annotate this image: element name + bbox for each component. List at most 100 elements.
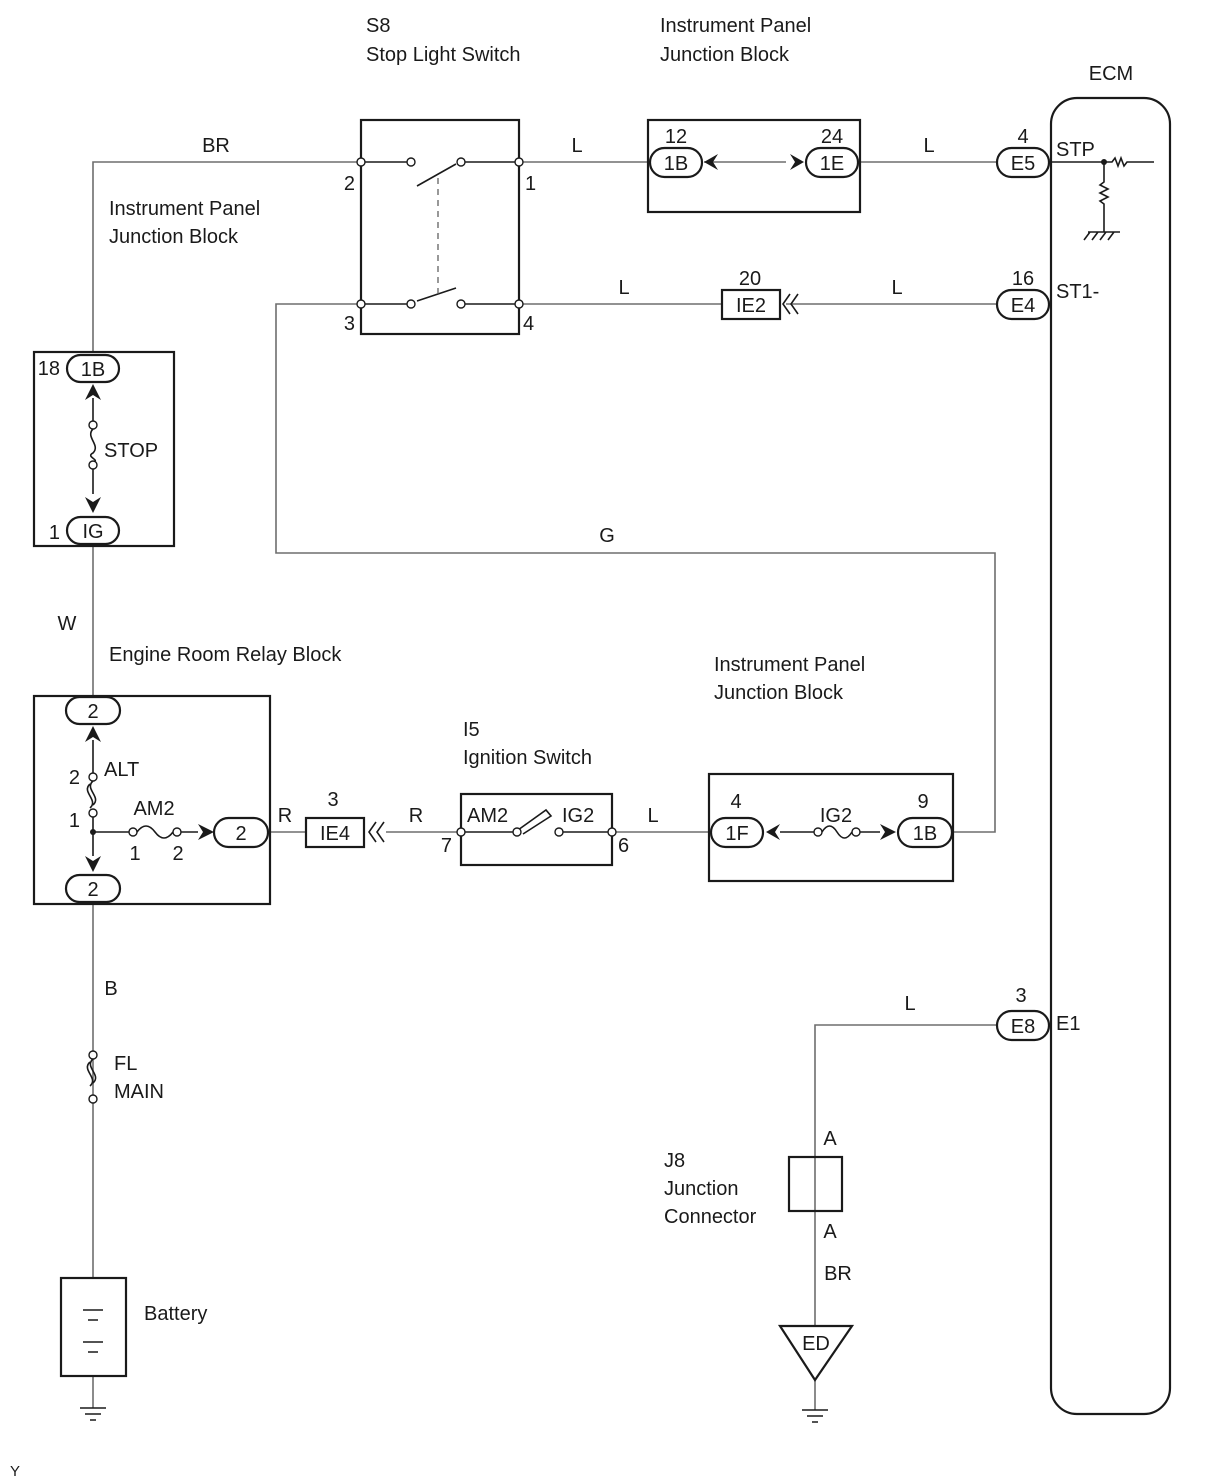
connector-ie4-group: 3 IE4 bbox=[304, 789, 385, 849]
fuse-ig2-icon bbox=[821, 825, 853, 839]
ipjb-bottom-body bbox=[707, 772, 955, 883]
fuse-terminal-point bbox=[88, 808, 98, 818]
ie2-label: IE2 bbox=[736, 295, 766, 317]
ignition-name: Ignition Switch bbox=[463, 747, 592, 769]
ipjb-left-name-line2: Junction Block bbox=[109, 226, 239, 248]
battery-body bbox=[59, 1276, 128, 1378]
wire-label-l-1: L bbox=[571, 135, 582, 157]
wire-l-e1 bbox=[814, 1024, 997, 1326]
ecm-st1-label: ST1- bbox=[1056, 281, 1099, 303]
double-chevron-icon bbox=[368, 821, 385, 843]
connector-e8 bbox=[995, 1009, 1051, 1042]
connector-arrow-icon bbox=[198, 824, 214, 840]
connector-ie2-group: 20 IE2 bbox=[720, 268, 799, 321]
connector-arrow-icon bbox=[85, 497, 101, 513]
stop-switch-name: Stop Light Switch bbox=[366, 44, 521, 66]
fuse-terminal-point bbox=[88, 772, 98, 782]
footer-mark: Y bbox=[10, 1463, 20, 1480]
connector-1f bbox=[709, 816, 765, 849]
stop-switch-contact-point bbox=[456, 299, 466, 309]
wire-label-br-top: BR bbox=[202, 135, 230, 157]
connector-1b bbox=[648, 146, 704, 179]
ipjb-top: Instrument Panel Junction Block 12 1B 24… bbox=[646, 15, 862, 214]
ipjb-bottom-fuse: IG2 bbox=[820, 805, 852, 827]
ipjb-bottom-pin-left: 4 bbox=[730, 791, 741, 813]
ipjb-left-name-line1: Instrument Panel bbox=[109, 198, 260, 220]
ignition-label-am2: AM2 bbox=[467, 805, 508, 827]
fl-main-line2: MAIN bbox=[114, 1081, 164, 1103]
stop-switch-upper-contact bbox=[361, 161, 519, 187]
double-chevron-icon bbox=[782, 293, 799, 315]
connector-1e bbox=[804, 146, 860, 179]
wire-label-l-4: L bbox=[891, 277, 902, 299]
j8-pin-top: A bbox=[823, 1128, 837, 1150]
ecm-pullup-resistor bbox=[1051, 155, 1154, 169]
battery: Battery bbox=[59, 1276, 207, 1421]
fuse-terminal-point bbox=[813, 827, 823, 837]
connector-2-top bbox=[64, 695, 122, 726]
relay-alt-pin-top: 2 bbox=[69, 767, 80, 789]
ed-ground: ED bbox=[777, 1324, 855, 1423]
j8-name-line1: Junction bbox=[664, 1178, 739, 1200]
fuse-alt-icon bbox=[86, 780, 97, 809]
ecm-body bbox=[1049, 96, 1172, 1416]
terminal-point bbox=[607, 827, 617, 837]
ecm: ECM 4 E5 STP 16 E4 ST1- 3 E8 E1 bbox=[995, 63, 1172, 1416]
stop-switch-contact-point bbox=[406, 299, 416, 309]
connector-1b-bottom bbox=[896, 816, 954, 849]
ipjb-left-conn-bottom: IG bbox=[82, 521, 103, 543]
ignition-key-contact-icon bbox=[461, 808, 612, 835]
fuse-terminal-point bbox=[851, 827, 861, 837]
j8-name-line2: Connector bbox=[664, 1206, 757, 1228]
stop-switch-pin-3: 3 bbox=[344, 313, 355, 335]
fuse-terminal-point bbox=[88, 460, 98, 470]
ecm-pulldown-ground-icon bbox=[1083, 162, 1120, 241]
connector-arrow-icon bbox=[766, 824, 780, 840]
connector-1b-left bbox=[65, 353, 121, 384]
stop-switch-contact-point bbox=[456, 157, 466, 167]
ie4-pin: 3 bbox=[327, 789, 338, 811]
relay-block-body bbox=[32, 694, 272, 906]
ipjb-top-name-line2: Junction Block bbox=[660, 44, 790, 66]
wire-g bbox=[275, 303, 996, 833]
ecm-name: ECM bbox=[1089, 63, 1133, 85]
wire-color-labels: BR L L L L G W R R L B L BR bbox=[58, 135, 935, 1285]
ground-icon bbox=[802, 1409, 828, 1423]
wire-label-l-ig: L bbox=[647, 805, 658, 827]
wire-br-top bbox=[92, 161, 361, 352]
connector-2-bottom bbox=[64, 873, 122, 904]
fuse-terminal-point bbox=[88, 1094, 98, 1104]
terminal-point bbox=[514, 157, 524, 167]
fusible-link-icon bbox=[86, 1058, 97, 1087]
fuse-terminal-point bbox=[172, 827, 182, 837]
ipjb-top-conn-left: 1B bbox=[664, 153, 688, 175]
j8-pin-bottom: A bbox=[823, 1221, 837, 1243]
ipjb-bottom-name-line2: Junction Block bbox=[714, 682, 844, 704]
contact-point bbox=[554, 827, 564, 837]
connector-arrow-icon bbox=[790, 154, 804, 170]
relay-am2-pin-right: 2 bbox=[172, 843, 183, 865]
ipjb-left-pin-top: 18 bbox=[38, 358, 60, 380]
ie4-label: IE4 bbox=[320, 823, 350, 845]
relay-am2-pin-left: 1 bbox=[129, 843, 140, 865]
relay-block-name: Engine Room Relay Block bbox=[109, 644, 342, 666]
ecm-st1-conn: E4 bbox=[1011, 295, 1035, 317]
connector-arrow-icon bbox=[85, 726, 101, 742]
stop-switch-lower-contact bbox=[361, 287, 519, 305]
wire-label-br-bottom: BR bbox=[824, 1263, 852, 1285]
connector-e5 bbox=[995, 146, 1051, 179]
ignition-pin-right: 6 bbox=[618, 835, 629, 857]
ed-triangle bbox=[777, 1324, 855, 1382]
ignition-pin-left: 7 bbox=[441, 835, 452, 857]
ed-label: ED bbox=[802, 1333, 830, 1355]
ipjb-left: Instrument Panel Junction Block 18 1B ST… bbox=[32, 198, 260, 548]
terminal-point bbox=[456, 827, 466, 837]
ecm-st1-pin: 16 bbox=[1012, 268, 1034, 290]
stop-switch-pin-1: 1 bbox=[525, 173, 536, 195]
j8-body bbox=[787, 1155, 844, 1213]
ipjb-top-pin-right: 24 bbox=[821, 126, 843, 148]
connector-ig bbox=[65, 515, 121, 546]
relay-conn-top: 2 bbox=[87, 701, 98, 723]
ignition-label-ig2: IG2 bbox=[562, 805, 594, 827]
